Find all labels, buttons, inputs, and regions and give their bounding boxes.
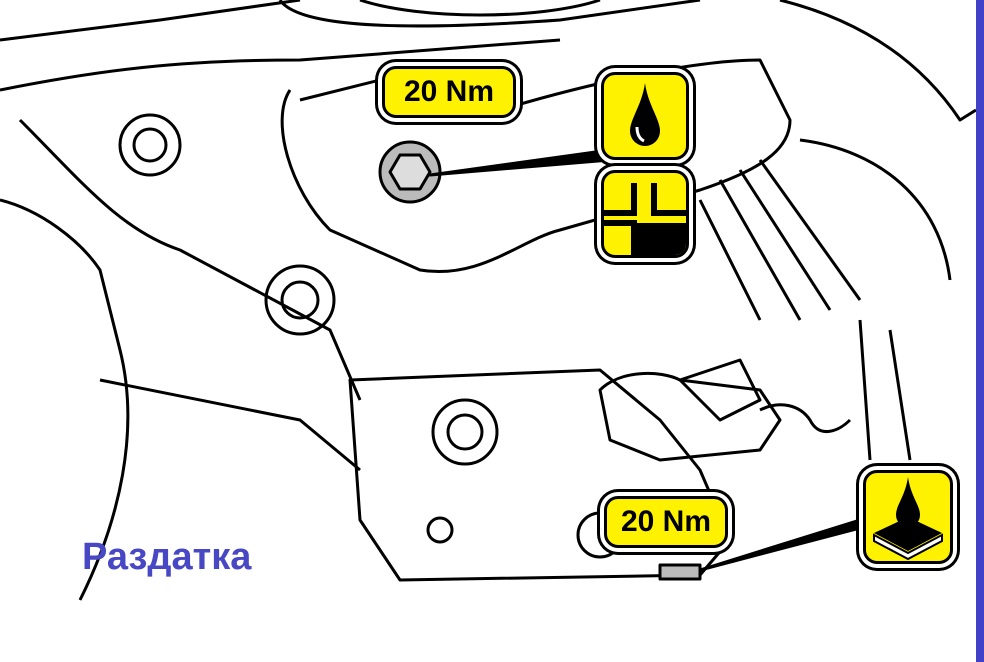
torque-value-top: 20 Nm: [403, 75, 495, 108]
edge-bar: [976, 0, 984, 662]
oil-drop-icon: [601, 72, 689, 160]
torque-label-bottom: 20 Nm: [604, 496, 728, 548]
fill-level-icon: [601, 170, 689, 258]
caption-transfer-case: Раздатка: [82, 536, 252, 578]
torque-value-bottom: 20 Nm: [620, 505, 712, 538]
torque-label-top: 20 Nm: [382, 66, 516, 118]
oil-drain-icon: [863, 470, 953, 564]
